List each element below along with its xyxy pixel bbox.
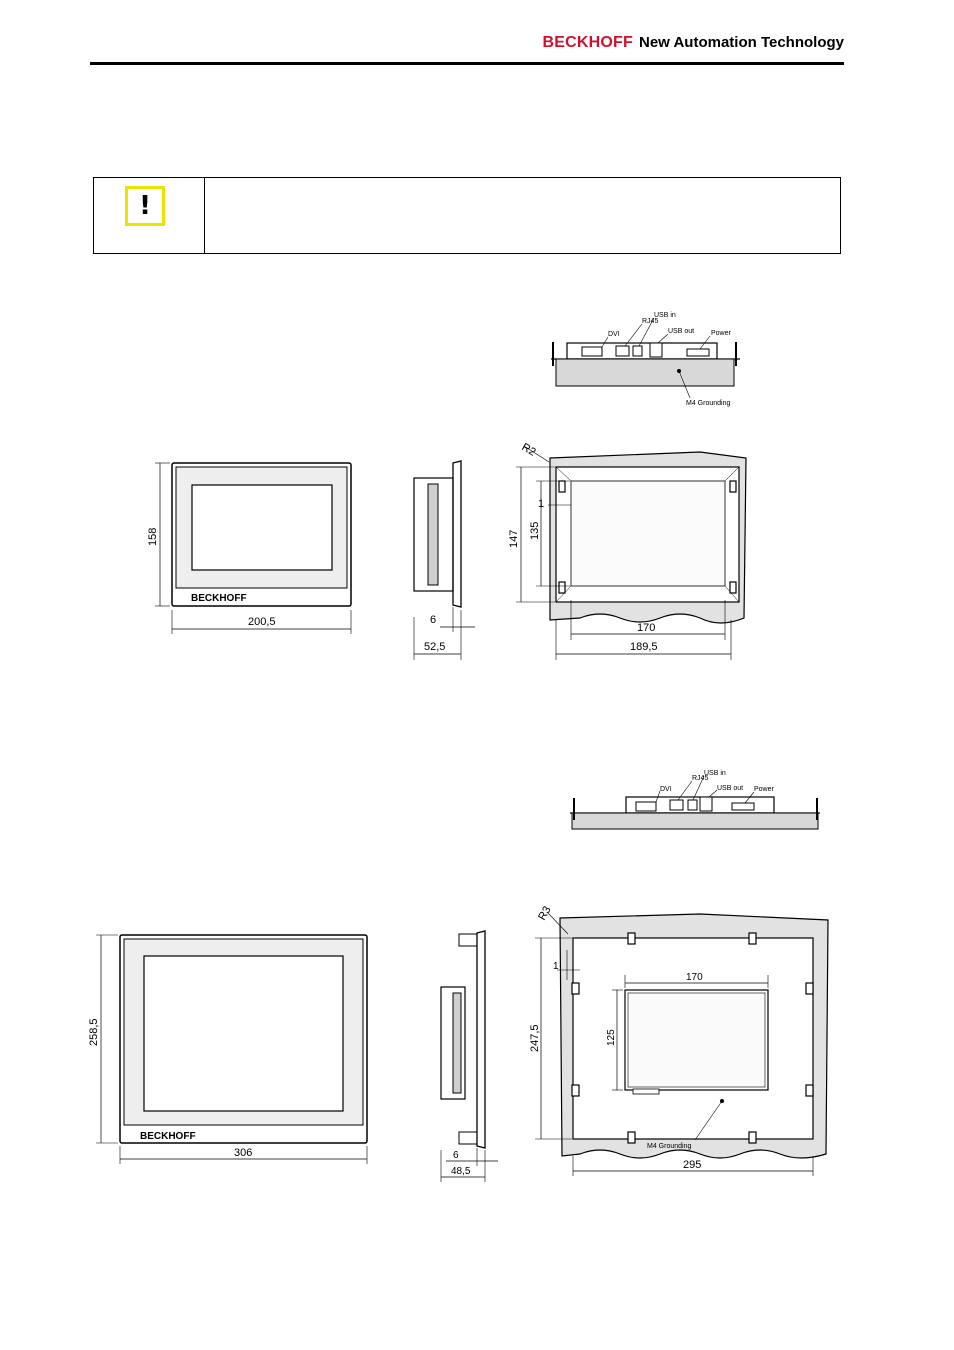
label-grounding-2: M4 Grounding [647, 1143, 691, 1150]
notice-divider [204, 178, 205, 253]
front-view-2: BECKHOFF 258,5 306 [88, 934, 368, 1164]
dim-side-total-1: 52,5 [424, 641, 445, 653]
label-usb-in-2: USB in [704, 770, 726, 777]
cutout-view-2: M4 Grounding R3 247,5 1 170 125 295 [529, 904, 829, 1176]
label-grounding: M4 Grounding [686, 400, 730, 407]
dim-cutout-height-outer-1: 147 [508, 530, 520, 548]
dim-front-height-1: 158 [147, 528, 159, 546]
dim-radius-1: R2 [520, 441, 538, 458]
dim-cutout-height-outer-2: 247,5 [529, 1024, 541, 1052]
label-rj45-2: RJ45 [692, 775, 708, 782]
top-view-1: DVI RJ45 USB in USB out Power M4 Groundi… [551, 312, 740, 407]
dim-side-total-2: 48,5 [451, 1166, 471, 1177]
dim-cutout-width-outer-1: 189,5 [630, 641, 658, 653]
dim-inner-height-2: 125 [606, 1029, 617, 1046]
side-view-2: 6 48,5 [440, 930, 498, 1182]
exclamation-warning-icon: ! [125, 186, 165, 226]
dim-side-front-2: 6 [453, 1150, 459, 1161]
side-view-1: 6 52,5 [413, 460, 475, 660]
label-power: Power [711, 330, 732, 337]
dim-cutout-offset-1: 1 [538, 498, 544, 510]
label-power-2: Power [754, 786, 775, 793]
brand-logo: BECKHOFF New Automation Technology [543, 34, 844, 52]
dim-side-front-1: 6 [430, 614, 436, 626]
notice-box: ! [93, 177, 841, 254]
top-view-2: DVI RJ45 USB in USB out Power [570, 770, 820, 830]
dim-radius-2: R3 [536, 904, 553, 922]
brand-tagline: New Automation Technology [639, 34, 844, 51]
label-dvi-2: DVI [660, 786, 672, 793]
cutout-view-1: R2 147 135 1 170 189,5 [508, 441, 747, 660]
page-header: BECKHOFF New Automation Technology [0, 0, 954, 70]
label-rj45: RJ45 [642, 318, 658, 325]
dim-front-width-1: 200,5 [248, 616, 276, 628]
brand-name: BECKHOFF [542, 34, 633, 51]
dim-front-height-2: 258,5 [88, 1018, 100, 1046]
dim-cutout-height-inner-1: 135 [529, 522, 541, 540]
dim-cutout-offset-2: 1 [553, 961, 559, 972]
label-usb-in: USB in [654, 312, 676, 319]
label-dvi: DVI [608, 331, 620, 338]
header-rule [90, 62, 844, 65]
dim-cutout-width-outer-2: 295 [683, 1159, 701, 1171]
label-usb-out-2: USB out [717, 785, 743, 792]
dim-cutout-width-inner-1: 170 [637, 622, 655, 634]
dim-inner-width-2: 170 [686, 972, 703, 983]
front-logo-2: BECKHOFF [140, 1131, 196, 1142]
dim-front-width-2: 306 [234, 1147, 252, 1159]
front-view-1: BECKHOFF 158 200,5 [147, 462, 352, 634]
warning-symbol: ! [139, 191, 151, 221]
front-logo-1: BECKHOFF [191, 593, 247, 604]
label-usb-out: USB out [668, 328, 694, 335]
